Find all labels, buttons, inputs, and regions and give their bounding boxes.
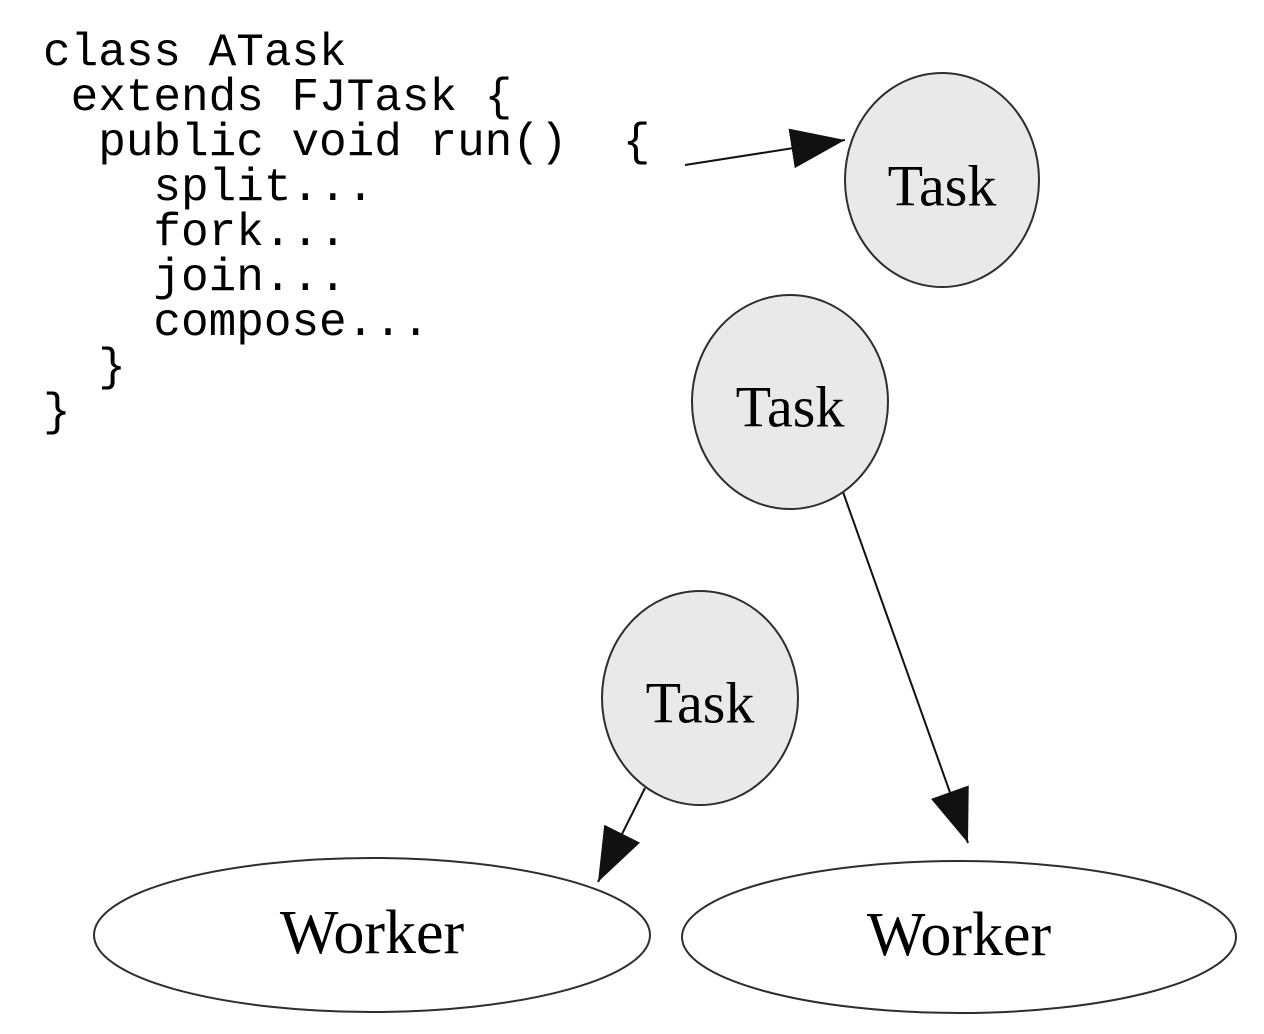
task-node-2 <box>691 294 889 510</box>
task-node-1 <box>844 72 1040 288</box>
arrow-task3-to-worker1 <box>597 787 646 883</box>
task-node-2-label: Task <box>736 375 845 440</box>
worker-node-1-label: Worker <box>280 899 465 967</box>
worker-node-2-label: Worker <box>867 901 1052 969</box>
worker-node-2 <box>681 860 1237 1014</box>
arrow-task2-to-worker2 <box>842 491 969 844</box>
worker-node-1 <box>93 857 651 1013</box>
code-snippet: class ATask extends FJTask { public void… <box>43 27 651 439</box>
task-node-3 <box>601 590 799 806</box>
arrow-code-to-task1 <box>684 128 846 169</box>
task-node-1-label: Task <box>888 154 997 219</box>
task-node-3-label: Task <box>646 671 755 736</box>
